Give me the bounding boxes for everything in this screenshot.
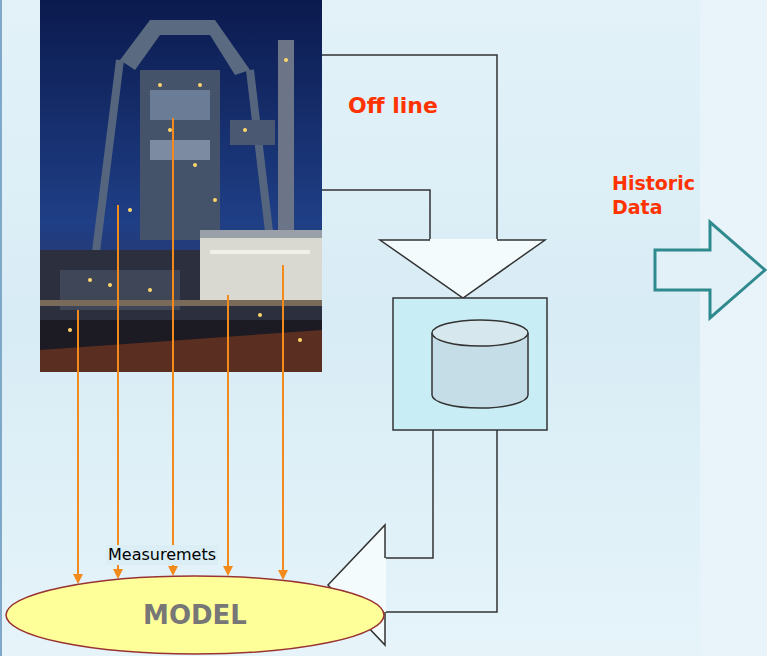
measurement-arrows — [78, 118, 283, 582]
side-band — [700, 0, 767, 656]
diagram-label: Off line — [348, 92, 438, 120]
diagram-label: Measuremets — [106, 545, 218, 565]
diagram-label: Historic Data — [612, 172, 702, 220]
database-box — [393, 298, 547, 430]
left-rule — [0, 0, 2, 656]
model-ellipse: MODEL — [5, 575, 385, 655]
output-hollow-arrow — [655, 222, 765, 318]
node-text: MODEL — [143, 600, 247, 630]
offline-hollow-arrow — [322, 55, 545, 298]
blast-furnace-photo — [40, 0, 322, 372]
